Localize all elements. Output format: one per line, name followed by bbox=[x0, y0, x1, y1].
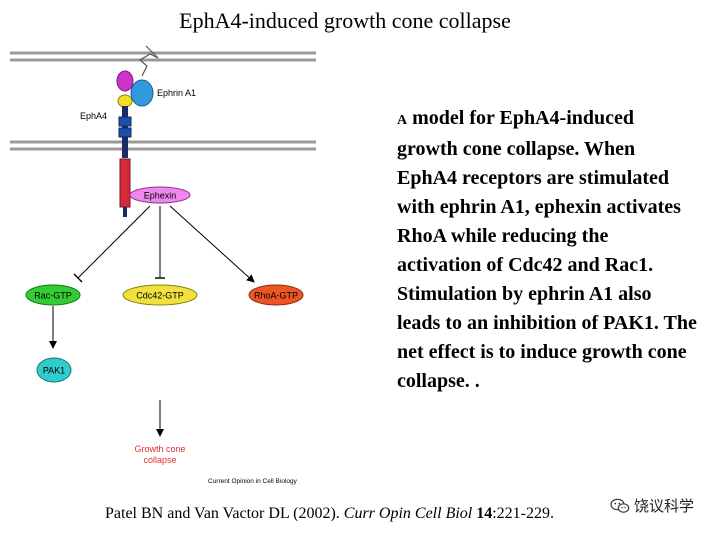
watermark: 饶议科学 bbox=[610, 495, 694, 516]
receptor-yellow-domain bbox=[117, 94, 133, 108]
citation-volume: 14 bbox=[476, 505, 493, 522]
citation: Patel BN and Van Vactor DL (2002). Curr … bbox=[105, 505, 554, 523]
watermark-text: 饶议科学 bbox=[633, 497, 694, 515]
wechat-icon bbox=[610, 498, 630, 513]
rac-gtp-label: Rac-GTP bbox=[34, 291, 72, 301]
receptor-magenta-domain bbox=[116, 70, 134, 92]
figure-source-label: Current Opinion in Cell Biology bbox=[208, 478, 298, 485]
ephexin-label: Ephexin bbox=[144, 191, 177, 201]
epha4-label: EphA4 bbox=[80, 111, 107, 121]
rhoa-gtp-node bbox=[248, 284, 304, 306]
citation-pages: :221-229. bbox=[492, 505, 555, 522]
edge-ephexin-rhoa-activate bbox=[169, 205, 255, 283]
citation-journal: Curr Opin Cell Biol bbox=[343, 505, 473, 522]
figure-description: A model for EphA4-induced growth cone co… bbox=[397, 104, 697, 396]
inner-membrane bbox=[10, 140, 316, 151]
description-lead: A bbox=[397, 113, 408, 128]
page-title: EphA4-induced growth cone collapse bbox=[179, 8, 511, 33]
pak1-label: PAK1 bbox=[43, 366, 65, 376]
ephexin-shape bbox=[129, 186, 191, 204]
growth-cone-collapse-line1: Growth cone bbox=[134, 444, 185, 454]
description-body: model for EphA4-induced growth cone coll… bbox=[397, 107, 697, 392]
cdc42-gtp-label: Cdc42-GTP bbox=[136, 291, 184, 301]
receptor-tail bbox=[123, 207, 127, 217]
pak1-node bbox=[36, 357, 72, 383]
receptor-kinase-domain bbox=[119, 158, 131, 208]
ephrin-tether bbox=[138, 45, 159, 77]
rac-gtp-node bbox=[25, 284, 81, 306]
citation-authors: Patel BN and Van Vactor DL (2002). bbox=[105, 505, 344, 522]
edge-ephexin-rac-inhibit bbox=[77, 205, 151, 279]
growth-cone-collapse-line2: collapse bbox=[143, 455, 176, 465]
receptor-fn-domain-1 bbox=[118, 116, 132, 127]
ephrin-a1-label: Ephrin A1 bbox=[157, 88, 196, 98]
receptor-fn-domain-2 bbox=[118, 127, 132, 138]
ephrin-a1-shape bbox=[130, 79, 154, 107]
outer-membrane bbox=[10, 51, 316, 62]
rhoa-gtp-label: RhoA-GTP bbox=[254, 291, 298, 301]
cdc42-gtp-node bbox=[122, 284, 198, 306]
edge-rac-inhibit-bar bbox=[73, 273, 83, 283]
